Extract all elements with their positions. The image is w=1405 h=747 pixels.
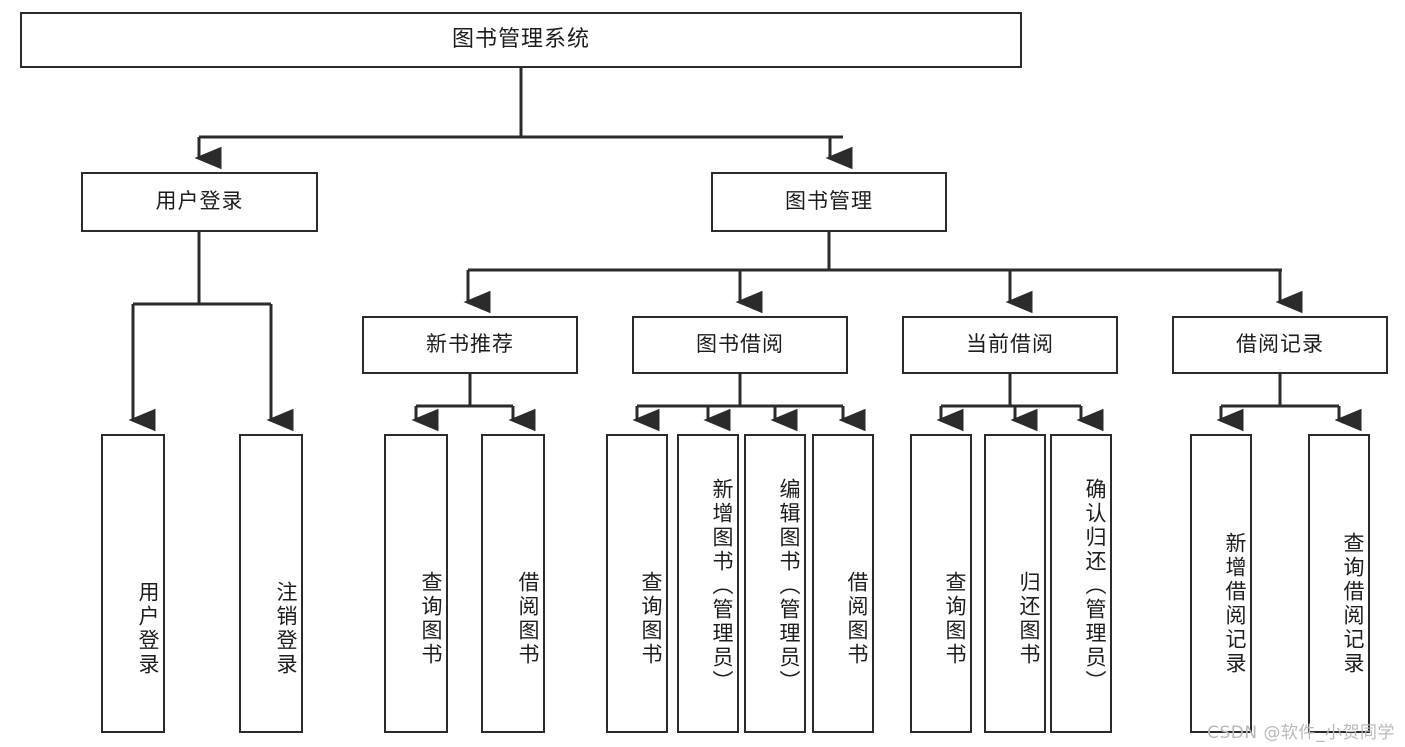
leaf-borrow-book-newbook[interactable]: 借阅图书 (481, 434, 545, 733)
leaf-query-book-borrow[interactable]: 查询图书 (606, 434, 668, 733)
node-current-borrow[interactable]: 当前借阅 (902, 316, 1118, 374)
leaf-query-book-current[interactable]: 查询图书 (910, 434, 972, 733)
leaf-logout-login[interactable]: 注销登录 (239, 434, 303, 733)
leaf-user-login[interactable]: 用户登录 (101, 434, 165, 733)
node-book-borrow[interactable]: 图书借阅 (632, 316, 848, 374)
leaf-return-book[interactable]: 归还图书 (984, 434, 1046, 733)
leaf-query-book-newbook[interactable]: 查询图书 (384, 434, 448, 733)
watermark-csdn: CSDN @软件_小贺同学 (1207, 723, 1395, 743)
node-borrow-record[interactable]: 借阅记录 (1172, 316, 1388, 374)
leaf-query-borrow-record[interactable]: 查询借阅记录 (1308, 434, 1370, 733)
leaf-confirm-return-admin[interactable]: 确认归还（管理员） (1050, 434, 1112, 733)
leaf-add-borrow-record[interactable]: 新增借阅记录 (1190, 434, 1252, 733)
leaf-borrow-book[interactable]: 借阅图书 (812, 434, 874, 733)
node-user-login[interactable]: 用户登录 (81, 172, 318, 232)
leaf-add-book-admin[interactable]: 新增图书（管理员） (677, 434, 739, 733)
node-new-book-recommend[interactable]: 新书推荐 (362, 316, 578, 374)
leaf-edit-book-admin[interactable]: 编辑图书（管理员） (744, 434, 806, 733)
node-book-management[interactable]: 图书管理 (711, 172, 947, 232)
node-root-system[interactable]: 图书管理系统 (20, 12, 1022, 68)
